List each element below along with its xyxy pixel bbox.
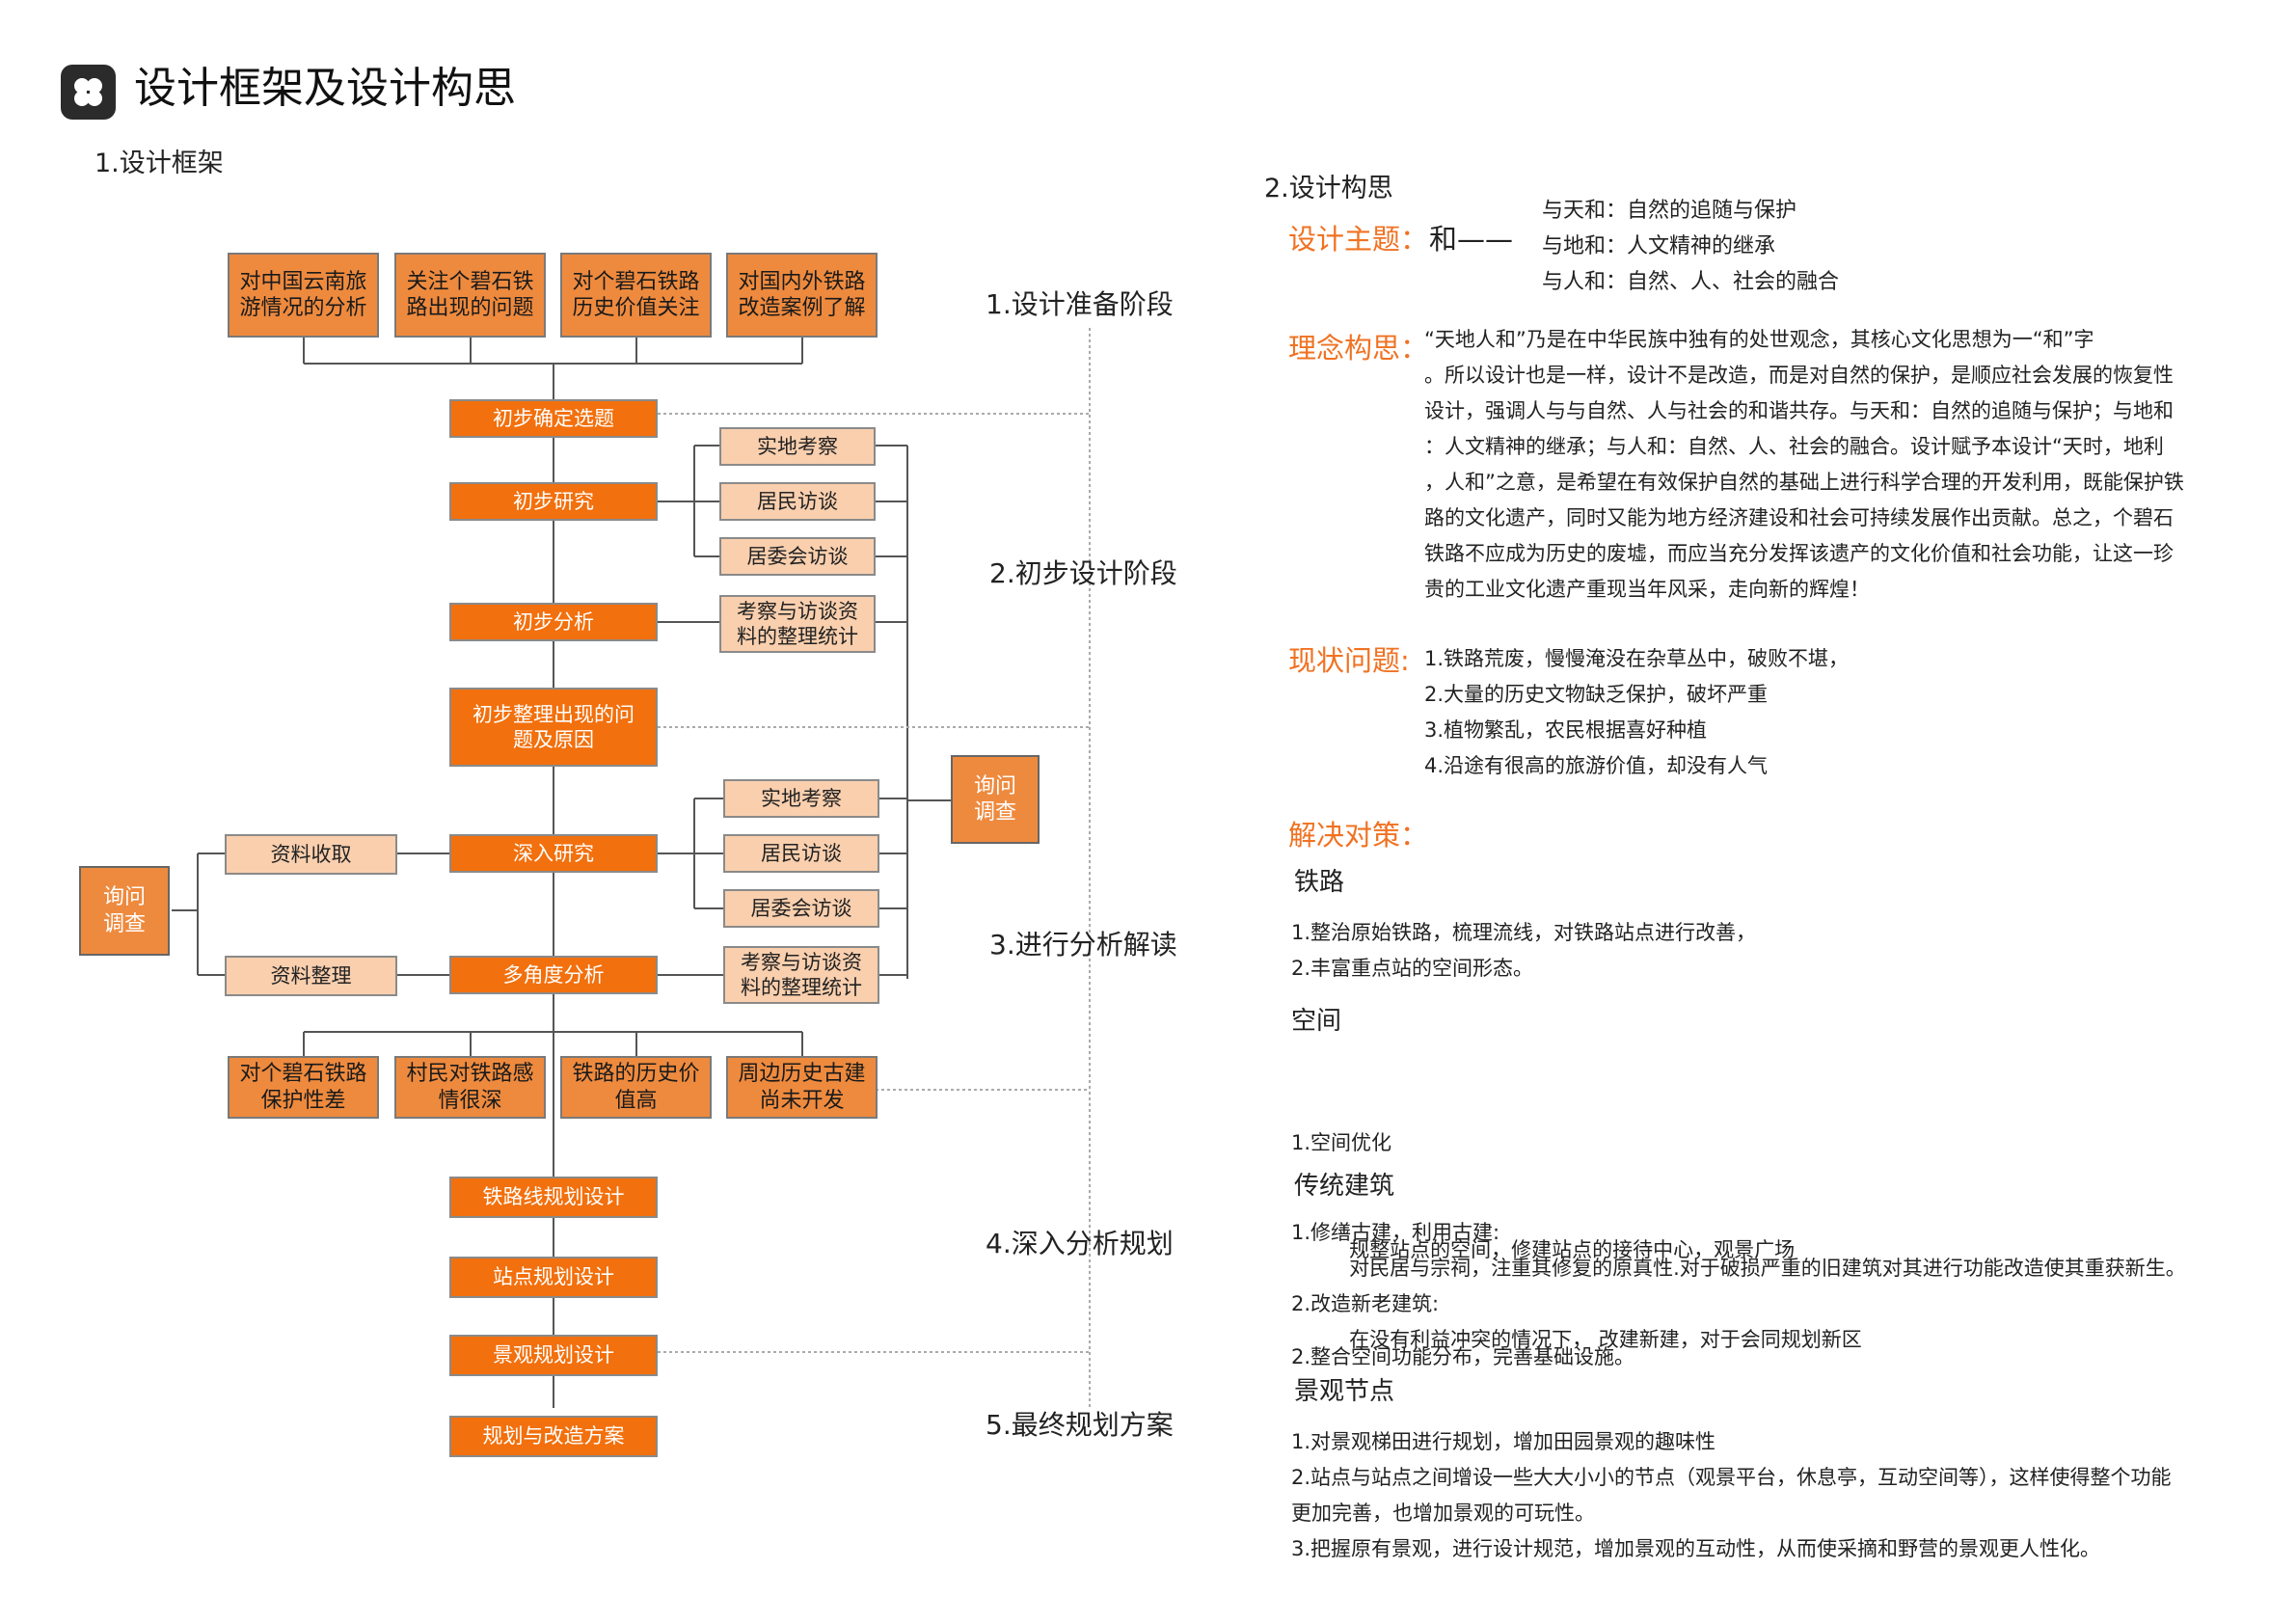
framework-section-title: 1.设计框架 xyxy=(95,149,224,178)
theme-items: 与天和：自然的追随与保护 与地和：人文精神的继承 与人和：自然、人、社会的融合 xyxy=(1542,193,1839,300)
finding-box-4: 周边历史古建尚未开发 xyxy=(726,1056,878,1119)
branch-field-survey: 实地考察 xyxy=(719,427,876,466)
branch-committee-interview-2: 居委会访谈 xyxy=(723,889,879,928)
issue-item: 3.植物繁乱，农民根据喜好种植 xyxy=(1424,718,1708,742)
idea-line: 贵的工业文化遗产重现当年风采，走向新的辉煌！ xyxy=(1424,578,1870,601)
idea-label: 理念构思： xyxy=(1288,332,1429,365)
solution-railway-title: 铁路 xyxy=(1294,868,1345,897)
top-box-1: 对中国云南旅游情况的分析 xyxy=(228,253,379,338)
inquiry-box-right: 询问调查 xyxy=(951,755,1040,844)
phase-1: 1.设计准备阶段 xyxy=(986,288,1174,320)
branch-data-statistics: 考察与访谈资料的整理统计 xyxy=(719,595,876,653)
left-data-collection: 资料收取 xyxy=(225,834,397,875)
solution-building-lines: 1.修缮古建，利用古建: 对民居与宗祠，注重其修复的原真性.对于破损严重的旧建筑… xyxy=(1291,1215,2186,1358)
step-multi-analysis: 多角度分析 xyxy=(449,956,658,994)
left-data-organize: 资料整理 xyxy=(225,956,397,996)
theme-item: 与天和：自然的追随与保护 xyxy=(1542,199,1797,223)
phase-4: 4.深入分析规划 xyxy=(986,1228,1174,1259)
step-initial-analysis: 初步分析 xyxy=(449,603,658,641)
branch-resident-interview: 居民访谈 xyxy=(719,482,876,521)
solution-line: 2.整合空间功能分布，完善基础设施。 xyxy=(1291,1345,1635,1368)
step-station-planning: 站点规划设计 xyxy=(449,1257,658,1298)
idea-line: “天地人和”乃是在中华民族中独有的处世观念，其核心文化思想为一“和”字 xyxy=(1424,328,2094,351)
concept-section-title: 2.设计构思 xyxy=(1264,174,1393,203)
idea-line: 铁路不应成为历史的废墟，而应当充分发挥该遗产的文化价值和社会功能，让这一珍 xyxy=(1424,542,2174,565)
step-deep-research: 深入研究 xyxy=(449,834,658,873)
solution-line: 1.修缮古建，利用古建: xyxy=(1291,1221,1500,1244)
top-box-4: 对国内外铁路改造案例了解 xyxy=(726,253,878,338)
solution-line: 1.空间优化 xyxy=(1291,1131,1392,1154)
issue-label: 现状问题: xyxy=(1288,644,1410,677)
theme-item: 与人和：自然、人、社会的融合 xyxy=(1542,270,1840,294)
idea-line: 路的文化遗产，同时又能为地方经济建设和社会可持续发展作出贡献。总之，个碧石 xyxy=(1424,506,2174,529)
solution-railway-lines: 1.整治原始铁路，梳理流线，对铁路站点进行改善， 2.丰富重点站的空间形态。 xyxy=(1291,915,1756,987)
solution-line: 2.丰富重点站的空间形态。 xyxy=(1291,957,1534,980)
solution-label: 解决对策： xyxy=(1288,819,1429,852)
idea-paragraph: “天地人和”乃是在中华民族中独有的处世观念，其核心文化思想为一“和”字 。所以设… xyxy=(1424,322,2184,608)
solution-line: 3.把握原有景观，进行设计规范，增加景观的互动性，从而使采摘和野营的景观更人性化… xyxy=(1291,1537,2101,1560)
step-railway-planning: 铁路线规划设计 xyxy=(449,1177,658,1218)
top-box-2: 关注个碧石铁路出现的问题 xyxy=(394,253,546,338)
issue-item: 4.沿途有很高的旅游价值，却没有人气 xyxy=(1424,754,1769,777)
solution-building-title: 传统建筑 xyxy=(1294,1172,1395,1201)
solution-line: 2.站点与站点之间增设一些大大小小的节点（观景平台，休息亭，互动空间等），这样使… xyxy=(1291,1466,2172,1489)
step-landscape-planning: 景观规划设计 xyxy=(449,1335,658,1376)
phase-5: 5.最终规划方案 xyxy=(986,1409,1174,1441)
step-initial-research: 初步研究 xyxy=(449,482,658,521)
theme-word: 和—— xyxy=(1429,223,1514,256)
solution-line: 对民居与宗祠，注重其修复的原真性.对于破损严重的旧建筑对其进行功能改造使其重获新… xyxy=(1291,1257,2186,1280)
issue-list: 1.铁路荒废，慢慢淹没在杂草丛中，破败不堪， 2.大量的历史文物缺乏保护，破坏严… xyxy=(1424,641,1849,784)
idea-line: ，人和”之意，是希望在有效保护自然的基础上进行科学合理的开发利用，既能保护铁 xyxy=(1424,471,2184,494)
solution-line: 在没有利益冲突的情况下， 改建新建，对于会同规划新区 xyxy=(1291,1328,1862,1351)
finding-box-2: 村民对铁路感情很深 xyxy=(394,1056,546,1119)
step-problems-causes: 初步整理出现的问题及原因 xyxy=(449,688,658,767)
idea-line: 。所以设计也是一样，设计不是改造，而是对自然的保护，是顺应社会发展的恢复性 xyxy=(1424,364,2174,387)
branch-resident-interview-2: 居民访谈 xyxy=(723,834,879,873)
theme-label: 设计主题： xyxy=(1288,223,1429,256)
inquiry-box-left: 询问调查 xyxy=(79,866,170,956)
step-final-plan: 规划与改造方案 xyxy=(449,1416,658,1457)
idea-line: ：人文精神的继承；与人和：自然、人、社会的融合。设计赋予本设计“天时，地利 xyxy=(1424,435,2164,458)
clover-icon xyxy=(61,65,116,120)
branch-data-statistics-2: 考察与访谈资料的整理统计 xyxy=(723,946,879,1004)
branch-committee-interview: 居委会访谈 xyxy=(719,537,876,576)
solution-line: 更加完善，也增加景观的可玩性。 xyxy=(1291,1502,1595,1525)
issue-item: 2.大量的历史文物缺乏保护，破坏严重 xyxy=(1424,683,1769,706)
idea-line: 设计，强调人与与自然、人与社会的和谐共存。与天和：自然的追随与保护；与地和 xyxy=(1424,399,2174,422)
phase-2: 2.初步设计阶段 xyxy=(989,557,1177,589)
solution-landscape-lines: 1.对景观梯田进行规划，增加田园景观的趣味性 2.站点与站点之间增设一些大大小小… xyxy=(1291,1424,2172,1567)
solution-landscape-title: 景观节点 xyxy=(1294,1377,1395,1406)
top-box-3: 对个碧石铁路历史价值关注 xyxy=(560,253,712,338)
page-title: 设计框架及设计构思 xyxy=(134,64,516,113)
solution-space-lines: 1.空间优化 规整站点的空间，修建站点的接待中心，观景广场 2.整合空间功能分布… xyxy=(1291,1054,1795,1411)
theme-item: 与地和：人文精神的继承 xyxy=(1542,234,1776,258)
finding-box-3: 铁路的历史价值高 xyxy=(560,1056,712,1119)
branch-field-survey-2: 实地考察 xyxy=(723,779,879,818)
phase-3: 3.进行分析解读 xyxy=(989,929,1177,961)
finding-box-1: 对个碧石铁路保护性差 xyxy=(228,1056,379,1119)
solution-line: 2.改造新老建筑: xyxy=(1291,1292,1440,1315)
solution-line: 1.对景观梯田进行规划，增加田园景观的趣味性 xyxy=(1291,1430,1716,1453)
solution-line: 规整站点的空间，修建站点的接待中心，观景广场 xyxy=(1291,1238,1796,1261)
step-initial-topic: 初步确定选题 xyxy=(449,399,658,438)
solution-line: 1.整治原始铁路，梳理流线，对铁路站点进行改善， xyxy=(1291,921,1757,944)
solution-space-title: 空间 xyxy=(1291,1007,1342,1036)
issue-item: 1.铁路荒废，慢慢淹没在杂草丛中，破败不堪， xyxy=(1424,647,1850,670)
